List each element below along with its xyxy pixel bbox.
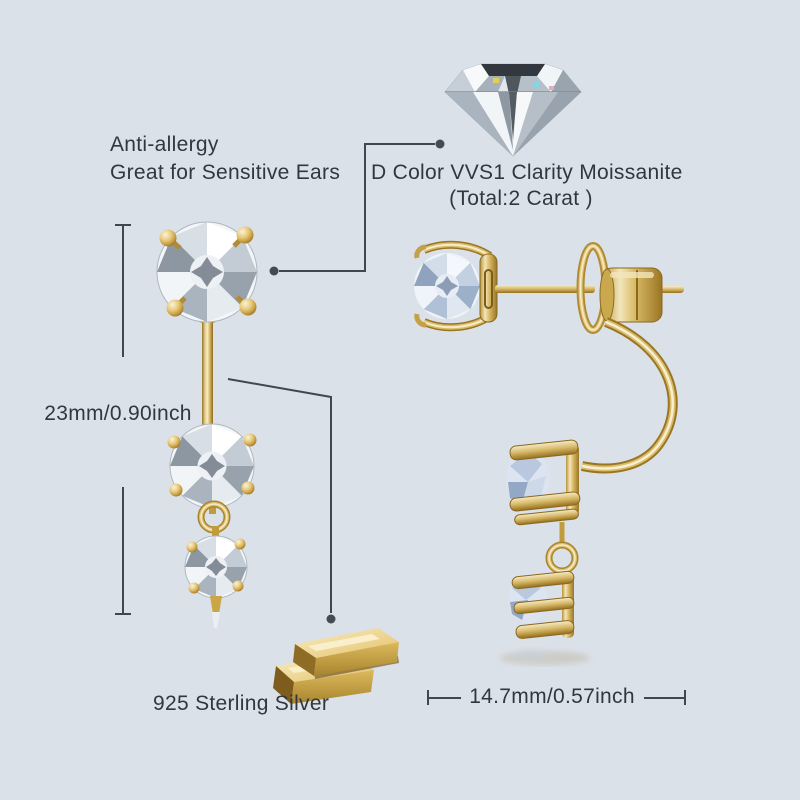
length-measure-label: 23mm/0.90inch (44, 402, 192, 425)
front-earring-top-stone (156, 221, 258, 323)
width-measure-line (427, 690, 686, 705)
prong-ball (188, 582, 200, 594)
link-ring (197, 500, 231, 538)
jacket-link-ring (545, 522, 579, 575)
material-label: 925 Sterling Silver (153, 692, 330, 715)
prong-ball (159, 229, 177, 247)
stud-post-tip (660, 286, 684, 293)
side-earring-image (414, 240, 684, 665)
prong-ball (236, 226, 254, 244)
feature-label-line1: Anti-allergy (110, 133, 219, 156)
jacket-upper-stone (506, 439, 581, 526)
stone-label: D Color VVS1 Clarity Moissanite (Total:2… (371, 160, 683, 212)
gold-bar-back (293, 628, 399, 679)
stone-label-line1: D Color VVS1 Clarity Moissanite (371, 161, 683, 184)
width-measure-label: 14.7mm/0.57inch (469, 685, 635, 708)
prong-ball (169, 483, 183, 497)
feature-label: Anti-allergy Great for Sensitive Ears (110, 131, 340, 187)
jacket-wire (580, 317, 678, 474)
prong-ball (241, 481, 255, 495)
loose-stone-image (444, 63, 582, 157)
sparkle (533, 82, 539, 87)
stud-post (495, 285, 595, 293)
stone-label-line2: (Total:2 Carat ) (449, 187, 593, 210)
gold-bars-image (273, 628, 399, 704)
stone-callout-bracket (279, 143, 435, 272)
prong-ball (186, 541, 198, 553)
side-earring-stud-stone (414, 253, 480, 319)
front-earring-image (156, 221, 258, 628)
backing-barrel (599, 267, 663, 323)
reflection (500, 649, 590, 665)
stud-basket (414, 240, 498, 332)
prong-ball (232, 580, 244, 592)
callout-dot-material (326, 614, 336, 624)
prong-ball (243, 433, 257, 447)
sparkle (493, 78, 499, 83)
callout-dot-loose-stone (435, 139, 445, 149)
feature-label-line2: Great for Sensitive Ears (110, 161, 341, 184)
prong-ball (167, 435, 181, 449)
callout-dot-front-stone (269, 266, 279, 276)
prong-ball (234, 538, 246, 550)
material-callout-line (227, 378, 332, 613)
prong-ball (166, 299, 184, 317)
front-earring-bottom-stone (184, 535, 248, 628)
jacket-lower-stone (509, 570, 575, 639)
length-measure-line (115, 224, 131, 615)
front-earring-middle-stone (167, 423, 257, 509)
sparkle (549, 86, 554, 90)
prong-ball (239, 298, 257, 316)
earring-post (202, 318, 213, 438)
